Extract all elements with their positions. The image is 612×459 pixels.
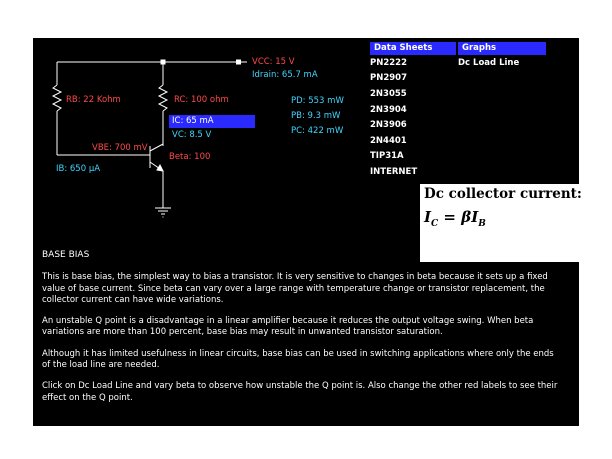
graphs-header[interactable]: Graphs	[458, 42, 546, 55]
rc-resistor	[157, 84, 169, 112]
description-title: BASE BIAS	[42, 250, 90, 260]
description-paragraph-3: Although it has limited usefulness in li…	[42, 348, 554, 371]
vc-label: VC: 8.5 V	[172, 130, 212, 140]
base-bias-window: VCC: 15 V Idrain: 65.7 mA RB: 22 Kohm RC…	[33, 38, 582, 426]
graphs-menu: Graphs Dc Load Line	[458, 42, 548, 74]
ic-label[interactable]: IC: 65 mA	[169, 115, 255, 128]
rb-label[interactable]: RB: 22 Kohm	[66, 95, 121, 105]
formula-rhs-subscript: B	[478, 219, 486, 229]
vcc-label[interactable]: VCC: 15 V	[252, 57, 295, 67]
formula-rhs: I	[471, 208, 479, 226]
datasheet-link-internet[interactable]: INTERNET	[370, 167, 418, 177]
junction-dot-top	[160, 59, 166, 65]
description-paragraph-4: Click on Dc Load Line and vary beta to o…	[42, 381, 558, 403]
description-paragraph-1: This is base bias, the simplest way to b…	[42, 272, 548, 305]
ib-label: IB: 650 µA	[56, 164, 101, 174]
idrain-label: Idrain: 65.7 mA	[252, 70, 318, 80]
formula-lhs: I	[424, 208, 432, 226]
datasheet-link-2n3055[interactable]: 2N3055	[370, 89, 407, 99]
circuit-schematic	[51, 59, 247, 218]
formula-title: Dc collector current:	[424, 186, 582, 202]
pb-label: PB: 9.3 mW	[291, 111, 341, 121]
formula-lhs-subscript: C	[431, 219, 439, 229]
datasheet-link-2n3906[interactable]: 2N3906	[370, 120, 407, 130]
datasheets-menu: Data Sheets PN2222 PN2907 2N3055 2N3904 …	[370, 42, 456, 187]
formula-beta-symbol: β	[461, 208, 472, 226]
vbe-label[interactable]: VBE: 700 mV	[92, 143, 148, 153]
pd-label: PD: 553 mW	[291, 96, 344, 106]
collector-current-equation: IC = βIB	[424, 208, 486, 229]
vcc-terminal	[236, 59, 241, 65]
beta-label[interactable]: Beta: 100	[169, 152, 211, 162]
graph-link-dc-load-line[interactable]: Dc Load Line	[458, 58, 520, 68]
description-paragraph-2: An unstable Q point is a disadvantage in…	[42, 316, 534, 338]
datasheets-header[interactable]: Data Sheets	[370, 42, 456, 55]
rc-label[interactable]: RC: 100 ohm	[174, 95, 229, 105]
emitter-arrow	[156, 163, 164, 172]
datasheet-link-2n3904[interactable]: 2N3904	[370, 105, 407, 115]
formula-panel: Dc collector current: IC = βIB	[420, 184, 582, 262]
datasheet-link-pn2907[interactable]: PN2907	[370, 73, 408, 83]
datasheet-link-pn2222[interactable]: PN2222	[370, 58, 408, 68]
datasheet-link-2n4401[interactable]: 2N4401	[370, 136, 407, 146]
rb-resistor	[51, 84, 63, 112]
formula-equals: =	[438, 208, 462, 226]
datasheet-link-tip31a[interactable]: TIP31A	[370, 151, 404, 161]
transistor-collector	[149, 143, 164, 152]
pc-label: PC: 422 mW	[291, 126, 344, 136]
description-panel: BASE BIAS This is base bias, the simples…	[42, 250, 562, 414]
